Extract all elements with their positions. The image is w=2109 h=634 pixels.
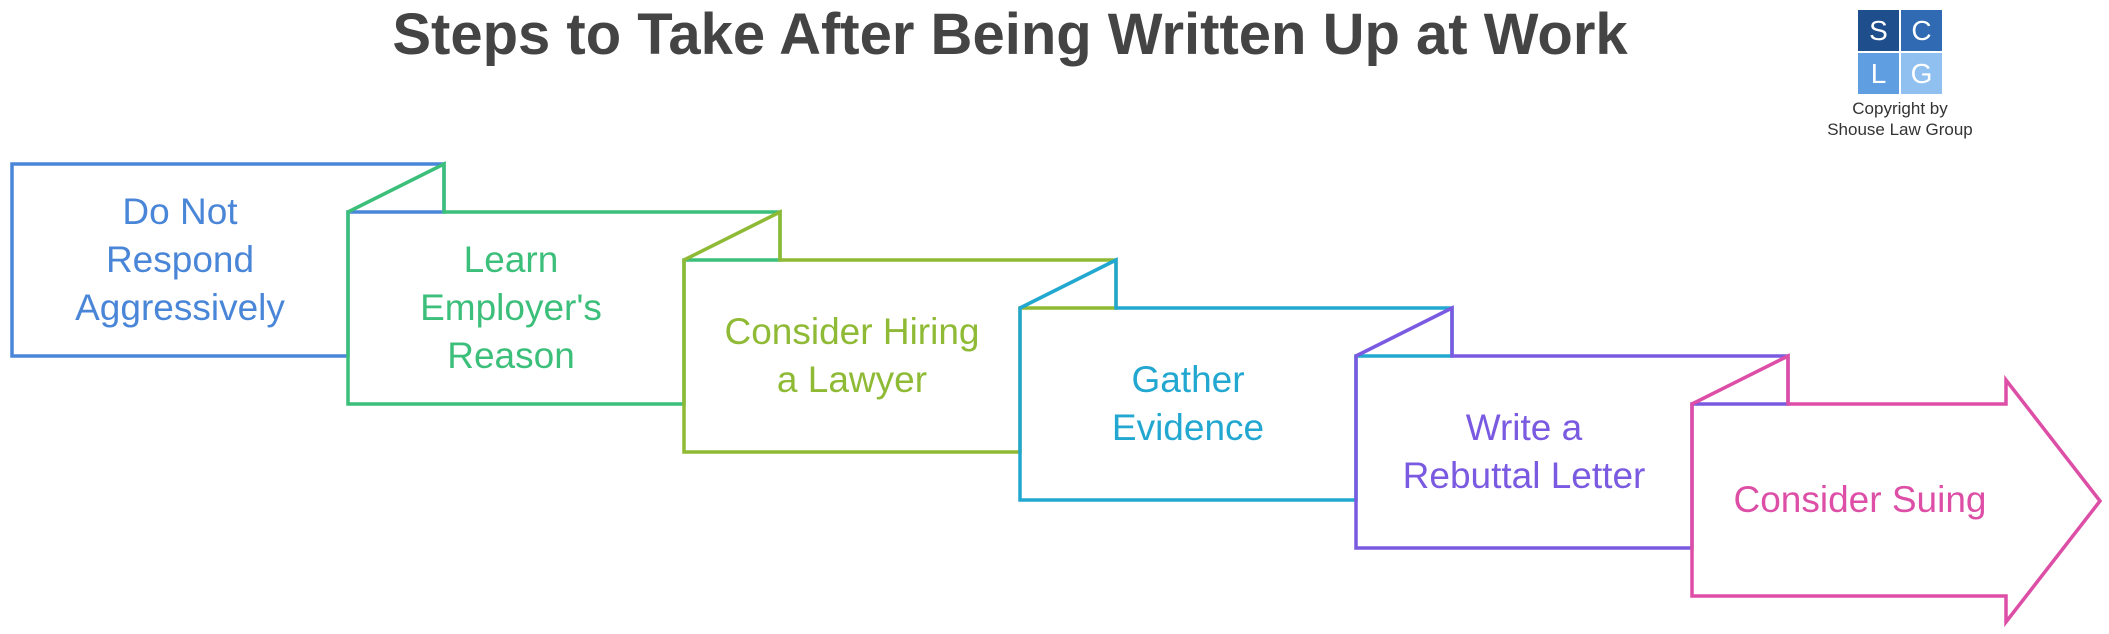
logo-letter-l: L [1858,53,1899,94]
step-6-label: Consider Suing [1733,479,1987,520]
logo-letter-c: C [1901,10,1942,51]
logo-letter-g: G [1901,53,1942,94]
logo-letter-s: S [1858,10,1899,51]
step-3-label: Consider Hiring a Lawyer [724,311,980,400]
step-4-label: Gather Evidence [1111,359,1265,448]
copyright-line-2: Shouse Law Group [1827,120,1973,139]
sclg-logo: S C L G [1858,10,1942,94]
step-5-label: Write a Rebuttal Letter [1402,407,1646,496]
step-2-label: Learn Employer's Reason [420,239,602,376]
copyright-line-1: Copyright by [1852,99,1948,118]
copyright-notice: Copyright by Shouse Law Group [1810,98,1990,140]
step-1-label: Do Not Respond Aggressively [75,191,285,328]
page-title: Steps to Take After Being Written Up at … [392,2,1628,67]
step-6-arrow [1690,353,2103,628]
